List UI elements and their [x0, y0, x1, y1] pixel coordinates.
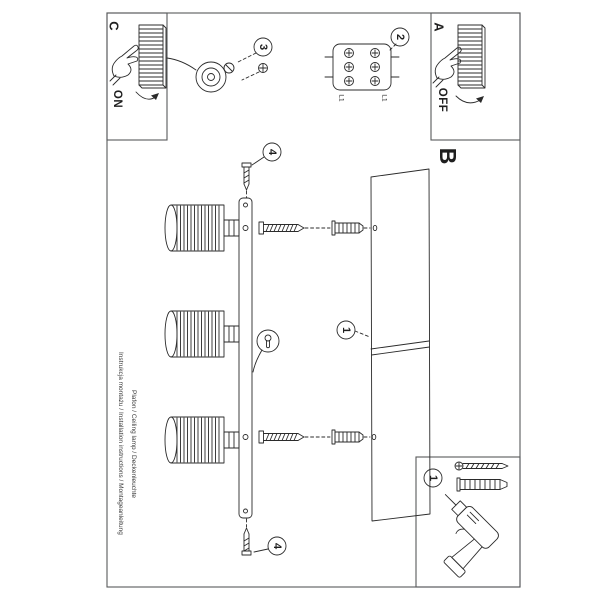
- pointing-hand-icon: [109, 44, 139, 86]
- rotate-arrow-icon: [455, 95, 484, 104]
- mounting-bar: [238, 197, 253, 519]
- tools-step-badge: 1: [423, 468, 443, 488]
- lamp-shade-3: [164, 416, 240, 464]
- lamp-shade-1: [164, 204, 240, 252]
- section-b-label: B: [435, 148, 461, 165]
- footer-product-line: Plafon / Ceiling lamp / Deckenleuchte: [130, 390, 137, 498]
- svg-text:4: 4: [266, 149, 278, 156]
- terminal-label-right: L1: [381, 94, 388, 102]
- svg-text:1: 1: [340, 327, 352, 333]
- section-c-label: C: [107, 21, 122, 31]
- step-1-badge: 1: [336, 320, 356, 340]
- step-3-badge: 3: [253, 37, 273, 57]
- connector-screw-icon: [241, 63, 268, 81]
- rotate-arrow-icon: [135, 91, 159, 100]
- step-2-badge: 2: [390, 27, 410, 47]
- mount-screw-plug-top: [258, 220, 371, 236]
- wall-plug-icon: [456, 477, 508, 492]
- pointing-hand-icon: [432, 46, 462, 88]
- panel-a-box: [430, 12, 521, 141]
- footer-title-line: Instrukcja montażu / Installation instru…: [117, 352, 124, 535]
- svg-text:3: 3: [257, 44, 269, 50]
- keyhole-detail-callout: [252, 329, 280, 373]
- tools-box: [415, 456, 521, 588]
- end-screw-top: [241, 156, 265, 199]
- cable-connector-icon: [195, 52, 257, 93]
- end-screw-bottom: [241, 518, 269, 556]
- rocker-switch-icon: [138, 24, 167, 89]
- on-label: ON: [111, 90, 123, 108]
- terminal-block-icon: [324, 43, 400, 91]
- step-4-badge-top: 4: [262, 142, 282, 162]
- hardware-screw-icon: [454, 461, 509, 471]
- power-cord-line: [166, 57, 197, 71]
- svg-text:2: 2: [394, 34, 406, 40]
- svg-text:1: 1: [427, 475, 439, 481]
- power-drill-icon: [443, 494, 499, 578]
- lamp-shade-2: [164, 310, 240, 358]
- off-label: OFF: [436, 88, 448, 113]
- section-a-label: A: [432, 22, 447, 32]
- svg-text:4: 4: [271, 543, 283, 550]
- ceiling-panel: [354, 168, 431, 522]
- panel-c-box: [106, 12, 168, 141]
- rocker-switch-icon: [457, 24, 486, 89]
- terminal-label-left: L1: [338, 94, 345, 102]
- mount-screw-plug-bottom: [258, 429, 371, 445]
- page-frame: [106, 12, 521, 588]
- step-4-badge-bottom: 4: [267, 536, 287, 556]
